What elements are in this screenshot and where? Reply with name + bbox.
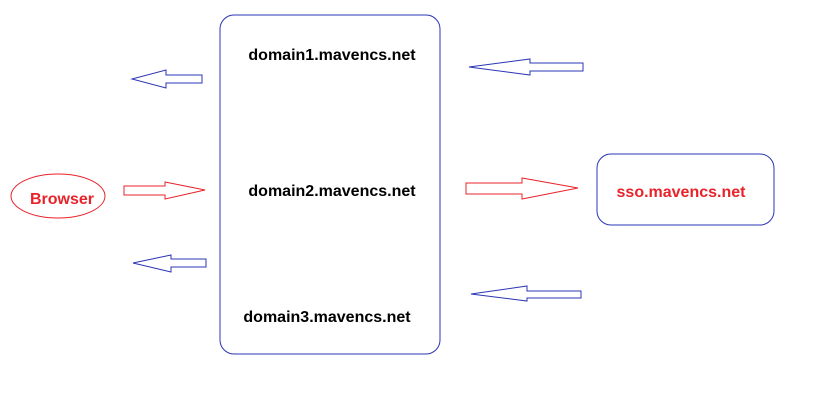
sso-box (596, 153, 775, 226)
domains-box (219, 14, 441, 355)
domain2-label: domain2.mavencs.net (248, 183, 416, 200)
domain1-label: domain1.mavencs.net (248, 47, 416, 64)
arrow-sso-to-domain1 (468, 58, 584, 76)
arrow-domain3-to-browser (132, 254, 207, 273)
browser-label: Browser (30, 191, 94, 208)
arrow-domain2-to-sso (465, 177, 579, 200)
sso-label: sso.mavencs.net (617, 184, 747, 201)
domains-node: domain1.mavencs.net domain2.mavencs.net … (219, 14, 441, 355)
arrow-domain1-to-browser (130, 69, 203, 89)
browser-ellipse (10, 173, 106, 219)
sso-node: sso.mavencs.net (596, 153, 775, 226)
arrow-browser-to-domain2 (123, 181, 206, 200)
domain3-label: domain3.mavencs.net (243, 309, 411, 326)
arrow-sso-to-domain3 (470, 285, 582, 302)
browser-node: Browser (10, 173, 106, 219)
